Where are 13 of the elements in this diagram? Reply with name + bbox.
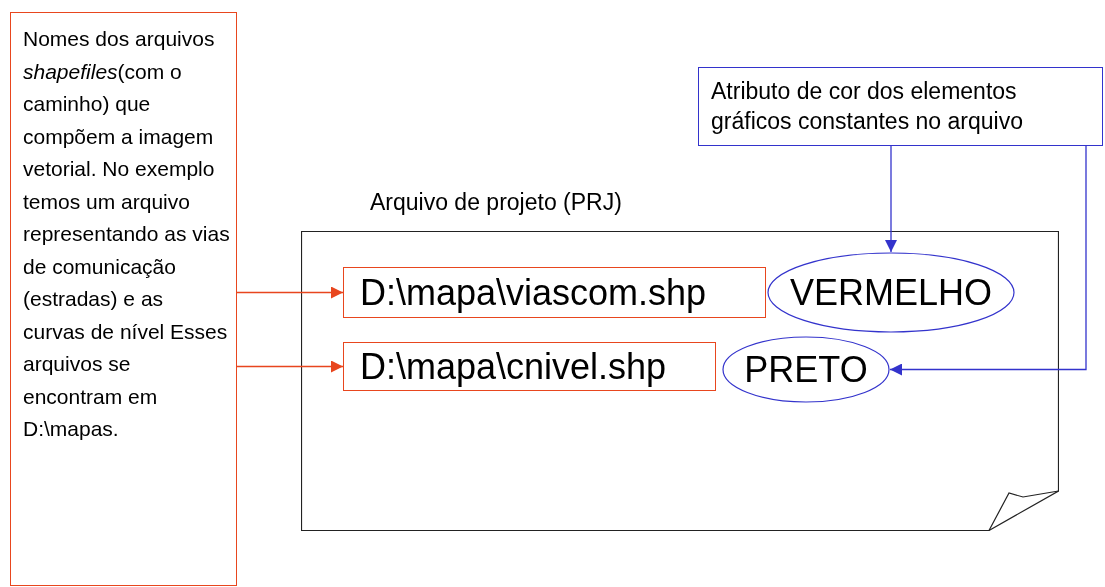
node-text: Arquivo de projeto (PRJ) xyxy=(370,188,622,217)
note-text: Nomes dos arquivos shapefiles(com o caminho) que compõem a imagem vetorial. No exemplo temos um arquivo representando as vias de comunicação (estradas) e as curvas de nível Esses arquivos se encontram em D:\mapas. xyxy=(23,26,230,442)
arrow xyxy=(889,145,1087,376)
arrow xyxy=(236,360,344,373)
arrow xyxy=(236,286,344,299)
arrow xyxy=(885,145,897,253)
note-text: Atributo de cor dos elementos gráficos constantes no arquivo xyxy=(711,77,1024,136)
note-box xyxy=(10,12,237,586)
node-text: PRETO xyxy=(744,351,868,388)
file-path-box: D:\mapa\cnivel.shp xyxy=(343,342,716,391)
note-box xyxy=(698,67,1103,146)
file-path-box: D:\mapa\viascom.shp xyxy=(343,267,766,318)
node-text: VERMELHO xyxy=(789,274,992,311)
